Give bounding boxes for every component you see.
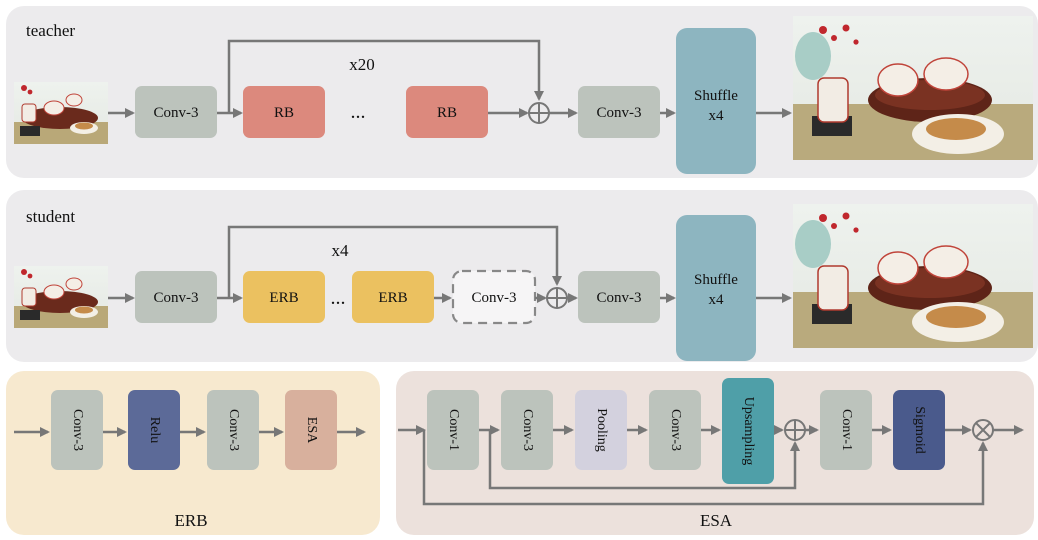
student-conv-out-label: Conv-3 [597,290,642,306]
teacher-input-image [14,82,108,144]
esa-upsampling-label: Upsampling [741,397,756,465]
student-output-image [793,204,1033,348]
teacher-output-image [793,16,1033,160]
teacher-rb-first [243,86,325,138]
student-add-icon [546,287,568,309]
student-erb-last [352,271,434,323]
student-conv-dashed-label: Conv-3 [472,290,517,306]
teacher-shuffle-line2: x4 [709,108,725,124]
esa-pooling [575,390,627,470]
erb-relu [128,390,180,470]
student-conv-in-label: Conv-3 [154,290,199,306]
erb-esa-label: ESA [304,417,319,444]
esa-conv1-second-label: Conv-1 [839,409,854,451]
esa-upsampling [722,378,774,484]
erb-conv-first-label: Conv-3 [70,409,85,451]
erb-relu-label: Relu [147,417,162,443]
esa-sigmoid [893,390,945,470]
erb-title: ERB [174,511,207,530]
student-conv-in [135,271,217,323]
teacher-dots: ... [351,101,366,123]
student-erb-first [243,271,325,323]
teacher-shuffle [676,28,756,174]
esa-conv3-second [649,390,701,470]
erb-conv-first [51,390,103,470]
student-erb-first-label: ERB [269,290,298,306]
esa-panel [396,371,1034,535]
student-erb-last-label: ERB [378,290,407,306]
teacher-conv-out-label: Conv-3 [597,105,642,121]
student-shuffle-line2: x4 [709,292,725,308]
esa-conv3-first-label: Conv-3 [520,409,535,451]
teacher-shuffle-line1: Shuffle [694,88,738,104]
erb-conv-second [207,390,259,470]
teacher-conv-in-label: Conv-3 [154,105,199,121]
student-title: student [26,207,75,226]
teacher-title: teacher [26,21,75,40]
teacher-conv-in [135,86,217,138]
teacher-rb-last [406,86,488,138]
student-input-image [14,266,108,328]
student-shuffle [676,215,756,361]
esa-conv3-second-label: Conv-3 [668,409,683,451]
teacher-rb-last-label: RB [437,105,457,121]
esa-conv1-second [820,390,872,470]
esa-add-icon [784,419,806,441]
erb-conv-second-label: Conv-3 [226,409,241,451]
esa-title: ESA [700,511,733,530]
teacher-conv-out [578,86,660,138]
esa-conv1-first [427,390,479,470]
teacher-rb-first-label: RB [274,105,294,121]
esa-conv1-first-label: Conv-1 [446,409,461,451]
teacher-add-icon [528,102,550,124]
student-repeat-label: x4 [332,241,350,260]
esa-sigmoid-label: Sigmoid [912,406,927,453]
erb-esa [285,390,337,470]
esa-conv3-first [501,390,553,470]
teacher-repeat-label: x20 [349,55,375,74]
student-shuffle-line1: Shuffle [694,272,738,288]
student-conv-out [578,271,660,323]
student-dots: ... [331,287,346,309]
esa-pooling-label: Pooling [594,408,609,452]
